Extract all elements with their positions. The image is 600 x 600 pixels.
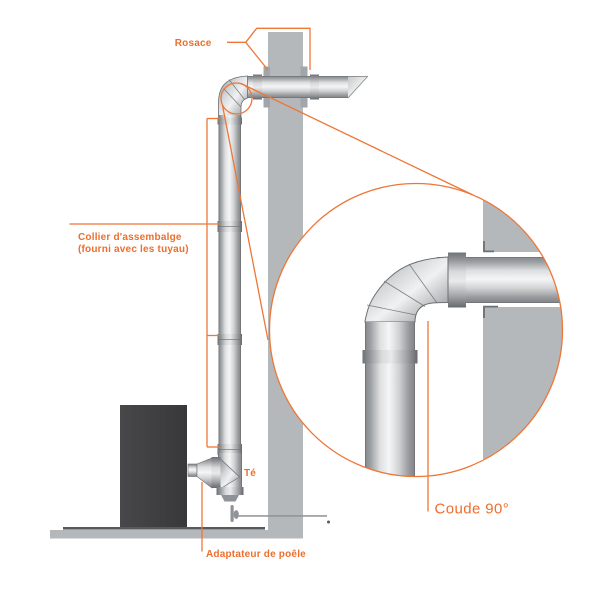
hearth-dark-line <box>63 527 265 530</box>
tee-bottom-cap <box>221 495 239 502</box>
condensate-drip-tip <box>233 510 239 519</box>
hearth-edge-line <box>238 515 327 517</box>
magnifier-tangent-line-bottom <box>221 105 269 341</box>
adaptateur-label: Adaptateur de poêle <box>206 549 306 560</box>
flue-assembly <box>187 66 369 524</box>
zoom-elbow-90 <box>364 256 449 323</box>
zoom-circle-outline <box>268 182 564 478</box>
zoom-pipe-joint <box>362 350 418 364</box>
vertical-pipe <box>217 115 242 455</box>
zoom-pipe-collar <box>448 252 466 308</box>
condensate-drip <box>230 505 234 522</box>
rosace-plate-top-left <box>263 66 270 77</box>
zoom-vertical-pipe <box>365 322 415 477</box>
adaptateur-callout: Adaptateur de poêle <box>201 482 306 560</box>
annotations: Rosace Collier d'assembalge (fourni avec… <box>69 27 510 560</box>
horizontal-pipe <box>247 74 369 100</box>
zoom-wall-lower <box>483 307 563 459</box>
rosace-plate-bottom-right <box>300 97 308 108</box>
room <box>50 32 303 539</box>
coude-callout: Coude 90° <box>427 321 510 518</box>
collier-callout: Collier d'assembalge (fourni avec les tu… <box>69 117 220 448</box>
adapter-collar <box>211 457 221 488</box>
tee-assembly <box>187 453 330 524</box>
wall-hole-edge-bottom <box>483 305 498 318</box>
small-dot <box>327 520 330 524</box>
rosace-label: Rosace <box>175 38 212 49</box>
floor-strip <box>50 530 268 539</box>
rosace-bracket <box>245 27 311 70</box>
collier-label-line1: Collier d'assembalge <box>78 232 182 243</box>
pipe-collar <box>253 74 262 100</box>
zoom-wall-upper <box>483 183 563 252</box>
magnifier-callout <box>220 82 564 478</box>
coude-label: Coude 90° <box>435 501 510 518</box>
pipe-joint-rings <box>217 117 242 455</box>
pipe-collar <box>310 74 319 100</box>
elbow-90 <box>218 75 248 119</box>
magnifier-tangent-line-top <box>240 82 474 196</box>
tee-bottom-collar <box>216 487 244 495</box>
rosace-plates <box>263 66 308 108</box>
stove <box>120 405 187 527</box>
te-label: Té <box>244 468 256 479</box>
wall-hole-edge-top <box>483 241 494 253</box>
stove-adapter-cone <box>196 457 213 489</box>
rosace-plate-bottom-left <box>263 97 270 108</box>
elbow-highlight-circle <box>220 82 253 115</box>
rosace-callout: Rosace <box>175 27 311 71</box>
rosace-plate-top-right <box>300 66 308 77</box>
collier-label-line2: (fourni avec les tuyau) <box>78 244 189 255</box>
stove-outlet-stub <box>187 463 198 477</box>
